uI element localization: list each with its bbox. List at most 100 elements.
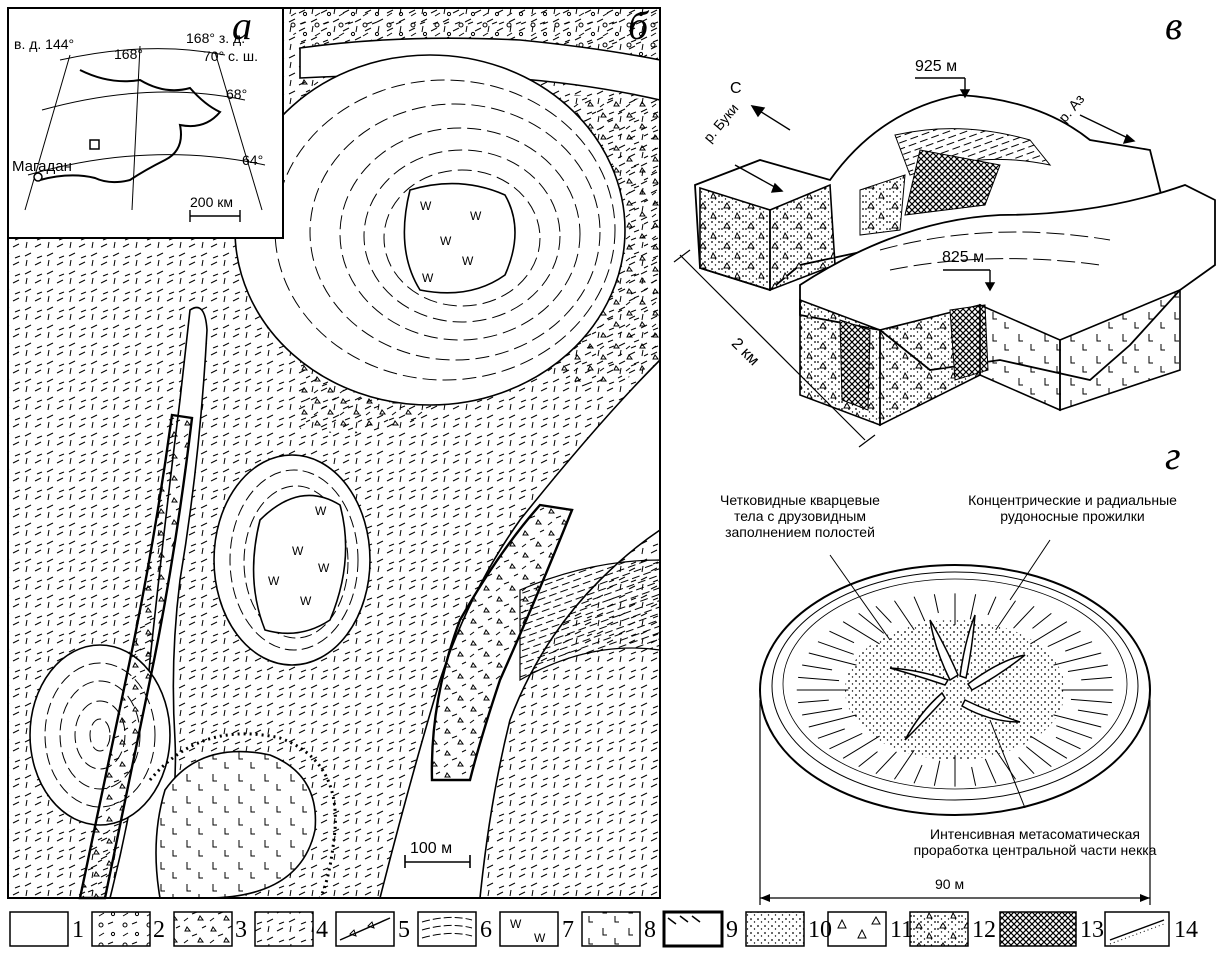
- radial-veinlet: [817, 728, 845, 739]
- radial-veinlet: [1053, 652, 1102, 666]
- legend-number-3: 3: [235, 917, 247, 943]
- legend-number-12: 12: [972, 917, 996, 943]
- panel-b-map: WW WWW WW WWW: [7, 7, 661, 900]
- radial-veinlet: [1077, 709, 1108, 716]
- radial-veinlet: [875, 605, 892, 624]
- inset-lat-68: 68°: [226, 86, 248, 102]
- radial-veinlet: [1081, 676, 1112, 681]
- radial-veinlet: [875, 751, 897, 775]
- svg-text:W: W: [268, 574, 280, 588]
- neck-scale-label: 90 м: [935, 876, 965, 892]
- legend-number-2: 2: [153, 917, 165, 943]
- inset-city-magadan: Магадан: [12, 158, 72, 175]
- legend-swatch-13: [999, 911, 1077, 947]
- radial-veinlet: [808, 652, 857, 666]
- legend-number-10: 10: [808, 917, 832, 943]
- callout-quartz-bodies: Четковидные кварцевые тела с друзовидным…: [720, 492, 880, 541]
- inset-lat-70: 70° с. ш.: [203, 48, 258, 64]
- radial-veinlet: [1067, 664, 1108, 673]
- panel-label-g: г: [1165, 433, 1181, 478]
- radial-veinlet: [1018, 756, 1035, 775]
- radial-veinlet: [1047, 630, 1081, 647]
- svg-text:W: W: [470, 209, 482, 223]
- panel-label-b: б: [628, 3, 649, 48]
- callout-metasomatic: Интенсивная метасоматическая проработка …: [913, 826, 1157, 859]
- svg-text:W: W: [318, 561, 330, 575]
- legend-swatch-4: [254, 911, 314, 947]
- radial-veinlet: [1013, 605, 1035, 629]
- peak-825-label: 825 м: [942, 249, 985, 266]
- radial-veinlet: [798, 699, 829, 704]
- radial-veinlet: [933, 594, 939, 614]
- legend-number-9: 9: [726, 917, 738, 943]
- callout-ore-veinlets: Концентрические и радиальные рудоносные …: [968, 492, 1177, 525]
- inset-scale-label: 200 км: [190, 194, 233, 210]
- legend-number-11: 11: [890, 917, 914, 943]
- svg-text:W: W: [315, 504, 327, 518]
- radial-veinlet: [1053, 714, 1102, 728]
- radial-veinlet: [1055, 736, 1081, 750]
- legend-number-4: 4: [316, 917, 328, 943]
- legend-swatch-9: [662, 910, 724, 948]
- radial-veinlet: [984, 758, 997, 784]
- inset-lon-west: 168° з. д.: [186, 30, 246, 46]
- legend-swatch-11: [827, 911, 887, 947]
- radial-veinlet: [798, 676, 840, 682]
- legend-swatch-12: [909, 911, 969, 947]
- radial-veinlet: [913, 596, 926, 622]
- radial-veinlet: [987, 596, 997, 616]
- panel-label-v: в: [1165, 3, 1183, 48]
- radial-veinlet: [858, 612, 885, 634]
- legend-swatch-8: [581, 911, 641, 947]
- peak-925-label: 925 м: [915, 58, 958, 75]
- radial-veinlet: [802, 707, 843, 716]
- legend-number-6: 6: [480, 917, 492, 943]
- svg-text:W: W: [534, 931, 546, 945]
- legend-swatch-6: [417, 911, 477, 947]
- svg-text:W: W: [510, 917, 522, 931]
- radial-veinlet: [842, 621, 880, 645]
- legend-swatch-1: [9, 911, 69, 947]
- map-scale-label: 100 м: [410, 840, 453, 857]
- legend-number-1: 1: [72, 917, 84, 943]
- panel-v-block-diagram: [673, 77, 1216, 448]
- legend-swatch-10: [745, 911, 805, 947]
- legend-number-14: 14: [1174, 917, 1198, 943]
- radial-veinlet: [913, 764, 923, 784]
- north-label: С: [730, 80, 742, 97]
- radial-veinlet: [969, 594, 977, 620]
- legend-swatch-3: [173, 911, 233, 947]
- radial-veinlet: [1025, 746, 1052, 768]
- svg-text:W: W: [420, 199, 432, 213]
- legend-number-7: 7: [562, 917, 574, 943]
- inset-lat-64: 64°: [242, 152, 264, 168]
- radial-veinlet: [808, 714, 857, 728]
- legend-number-8: 8: [644, 917, 656, 943]
- radial-veinlet: [1056, 725, 1093, 739]
- radial-veinlet: [1030, 735, 1068, 759]
- radial-veinlet: [1032, 612, 1052, 629]
- svg-text:W: W: [422, 271, 434, 285]
- legend-swatch-7: W W: [499, 911, 559, 947]
- legend-swatch-2: [91, 911, 151, 947]
- svg-text:W: W: [300, 594, 312, 608]
- radial-veinlet: [1030, 621, 1068, 645]
- radial-veinlet: [858, 751, 878, 768]
- panel-g-neck: [759, 539, 1151, 905]
- radial-veinlet: [894, 749, 915, 780]
- radial-veinlet: [894, 600, 915, 631]
- svg-text:W: W: [462, 254, 474, 268]
- radial-veinlet: [829, 630, 855, 644]
- radial-veinlet: [971, 766, 977, 786]
- legend-swatches: W W: [9, 910, 1170, 948]
- legend-number-5: 5: [398, 917, 410, 943]
- radial-veinlet: [802, 664, 833, 671]
- radial-veinlet: [817, 641, 854, 655]
- svg-text:W: W: [292, 544, 304, 558]
- radial-veinlet: [829, 733, 863, 750]
- radial-veinlet: [842, 735, 880, 759]
- inset-lon-168: 168°: [114, 46, 143, 62]
- inset-lon-east: в. д. 144°: [14, 36, 75, 52]
- legend-number-13: 13: [1080, 917, 1104, 943]
